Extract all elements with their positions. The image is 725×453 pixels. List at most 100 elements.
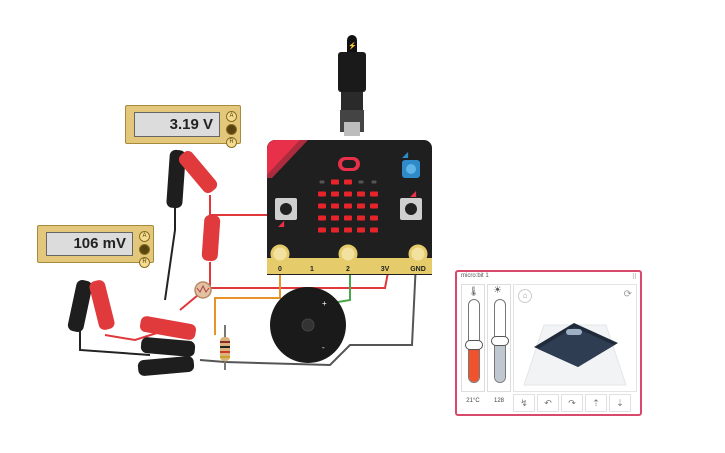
millivoltmeter-display: 106 mV	[46, 232, 133, 256]
led-1-3	[357, 191, 365, 197]
pin-0[interactable]: 0	[270, 244, 290, 273]
temperature-control: 🌡	[461, 284, 485, 392]
clips-millivoltmeter	[67, 280, 197, 376]
millivoltmeter-mode-v[interactable]: V	[139, 244, 150, 255]
logo-down-icon[interactable]: ⇣	[609, 394, 631, 412]
led-1-2	[344, 191, 352, 197]
clip-black-4	[137, 356, 195, 376]
millivoltmeter-mode-r[interactable]: R	[139, 257, 150, 268]
resistor[interactable]	[220, 337, 230, 361]
wire-red-1	[209, 195, 276, 263]
logo-up-icon[interactable]: ⇡	[585, 394, 607, 412]
voltmeter-mode-a[interactable]: A	[226, 111, 237, 122]
bluetooth-icon: ◢	[402, 150, 409, 159]
pin-1[interactable]: 1	[310, 266, 314, 273]
light-control: ☀	[487, 284, 511, 392]
buzzer-minus-label: -	[322, 343, 325, 352]
millivoltmeter-mode-selector[interactable]: A V R	[139, 231, 150, 270]
button-b[interactable]	[400, 198, 422, 220]
millivoltmeter[interactable]: 106 mV A V R	[37, 225, 154, 268]
microbit-board[interactable]: ◢ ◢ ◢ 0 1 2 3V GND	[267, 140, 432, 275]
board-3d-view[interactable]: ⌂ ⟳	[513, 284, 637, 392]
pin-3v[interactable]: 3V	[381, 266, 390, 273]
pin-label: 2	[346, 266, 350, 273]
led-4-2	[344, 227, 352, 233]
photoresistor[interactable]	[194, 281, 212, 299]
voltmeter-display: 3.19 V	[134, 112, 220, 137]
led-4-4	[370, 227, 378, 233]
board-3d-illustration	[523, 323, 627, 386]
light-slider-thumb[interactable]	[491, 336, 509, 346]
led-3-4	[370, 215, 378, 221]
led-4-3	[357, 227, 365, 233]
pin-label: GND	[410, 266, 426, 273]
millivoltmeter-reading: 106 mV	[73, 235, 126, 252]
clip-red-4	[139, 316, 197, 340]
button-a-icon: ◢	[278, 219, 285, 228]
home-icon[interactable]: ⌂	[518, 289, 532, 303]
pin-label: 1	[310, 266, 314, 273]
led-matrix	[318, 179, 378, 233]
pin-gnd[interactable]: GND	[408, 244, 428, 273]
pin-label: 0	[278, 266, 282, 273]
led-0-1	[331, 179, 339, 185]
led-3-1	[331, 215, 339, 221]
shake-icon[interactable]: ↯	[513, 394, 535, 412]
drag-handle-icon[interactable]: ⠿	[631, 274, 637, 281]
light-slider-fill	[495, 341, 505, 382]
led-2-0	[318, 203, 326, 209]
clip-red-1	[178, 150, 218, 194]
led-0-3	[358, 180, 364, 184]
usb-bolt-icon: ⚡	[348, 41, 357, 50]
button-b-icon: ◢	[410, 189, 417, 198]
tilt-left-icon[interactable]: ↶	[537, 394, 559, 412]
led-3-2	[344, 215, 352, 221]
button-a[interactable]	[275, 198, 297, 220]
microbit-simulator-panel[interactable]: micro:bit 1 ⠿ 🌡 21°C ☀ 128 ⌂ ⟳	[455, 270, 642, 416]
led-3-3	[357, 215, 365, 221]
sun-icon: ☀	[493, 285, 502, 296]
voltmeter[interactable]: 3.19 V A V R	[125, 105, 241, 148]
led-0-0	[319, 180, 325, 184]
led-1-0	[318, 191, 326, 197]
temperature-slider-fill	[469, 345, 479, 382]
clips-voltmeter	[166, 149, 221, 262]
led-4-0	[318, 227, 326, 233]
piezo-buzzer[interactable]: + -	[270, 287, 346, 363]
voltmeter-mode-r[interactable]: R	[226, 137, 237, 148]
tilt-right-icon[interactable]: ↷	[561, 394, 583, 412]
wire-black-1	[164, 200, 176, 301]
led-2-3	[357, 203, 365, 209]
temperature-label: 21°C	[466, 398, 480, 404]
millivoltmeter-mode-a[interactable]: A	[139, 231, 150, 242]
wire-black-2	[79, 330, 151, 356]
led-2-1	[331, 203, 339, 209]
wire-orange	[214, 262, 281, 335]
pin-2[interactable]: 2	[338, 244, 358, 273]
thermometer-icon: 🌡	[468, 286, 480, 296]
rotate-icon[interactable]: ⟳	[623, 289, 632, 300]
usb-plug-body	[338, 52, 366, 92]
voltmeter-mode-selector[interactable]: A V R	[226, 111, 237, 150]
led-1-1	[331, 191, 339, 197]
usb-cable: ⚡	[338, 35, 366, 136]
light-label: 128	[493, 398, 504, 404]
led-1-4	[370, 191, 378, 197]
clip-red-2	[201, 214, 221, 262]
buzzer-plus-label: +	[322, 299, 327, 308]
temperature-slider-thumb[interactable]	[465, 340, 483, 351]
led-0-4	[371, 180, 377, 184]
panel-title: micro:bit 1	[461, 273, 489, 279]
clip-black-3	[140, 337, 196, 357]
voltmeter-mode-v[interactable]: V	[226, 124, 237, 135]
led-2-4	[370, 203, 378, 209]
pin-strip: 0 1 2 3V GND	[267, 244, 432, 274]
pin-label: 3V	[381, 266, 390, 273]
wire-red-3	[104, 331, 161, 342]
led-3-0	[318, 215, 326, 221]
voltmeter-reading: 3.19 V	[169, 116, 213, 133]
led-4-1	[331, 227, 339, 233]
edge-connector	[267, 258, 432, 274]
